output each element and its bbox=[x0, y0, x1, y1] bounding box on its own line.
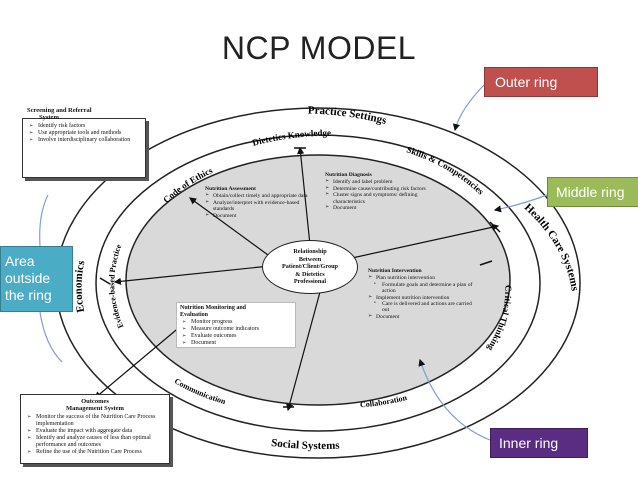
list-item: Formulate goals and determine a plan of … bbox=[374, 282, 480, 295]
list-item: Document bbox=[205, 213, 313, 220]
list-item: Evaluate outcomes bbox=[182, 333, 292, 340]
screening-referral-box: Screening and Referral System Identify r… bbox=[22, 107, 146, 178]
list-item: Use appropriate tools and methods bbox=[29, 130, 141, 137]
nutrition-diagnosis: Nutrition Diagnosis Identify and label p… bbox=[325, 172, 443, 212]
middle-ring-callout: Middle ring bbox=[547, 177, 638, 207]
outer-ring-callout: Outer ring bbox=[484, 67, 598, 97]
list-item: Monitor the success of the Nutrition Car… bbox=[27, 414, 165, 428]
outcomes-title-2: Management System bbox=[66, 405, 124, 412]
nutrition-assessment-title: Nutrition Assessment bbox=[205, 186, 256, 192]
list-item: Care is delivered and actions are carrie… bbox=[374, 301, 480, 314]
screening-title-1: Screening and Referral bbox=[27, 107, 115, 114]
list-item: Identify and label problem bbox=[325, 179, 443, 186]
list-item: Cluster signs and symptoms/ defining cha… bbox=[325, 192, 443, 205]
list-item: Determine cause/contributing risk factor… bbox=[325, 186, 443, 193]
nutrition-diagnosis-title: Nutrition Diagnosis bbox=[325, 172, 372, 178]
nutrition-intervention-title: Nutrition Intervention bbox=[368, 268, 422, 274]
list-item: Document bbox=[325, 205, 443, 212]
list-item: Monitor progress bbox=[182, 319, 292, 326]
monitoring-title-2: Evaluation bbox=[180, 312, 209, 318]
nutrition-assessment: Nutrition Assessment Obtain/collect time… bbox=[205, 186, 313, 219]
nutrition-intervention: Nutrition Intervention Plan nutrition in… bbox=[368, 268, 480, 321]
monitoring-title-1: Nutrition Monitoring and bbox=[180, 305, 247, 311]
center-line-3: Patient/Client/Group bbox=[282, 263, 338, 271]
list-item: Document bbox=[182, 340, 292, 347]
center-line-1: Relationship bbox=[293, 248, 327, 256]
ring-ticks bbox=[99, 147, 501, 408]
list-item: Identify risk factors bbox=[29, 123, 141, 130]
list-item: Analyze/interpret with evidence-based st… bbox=[205, 200, 313, 213]
list-item: Obtain/collect timely and appropriate da… bbox=[205, 193, 313, 200]
outcomes-title-1: Outcomes bbox=[81, 398, 109, 405]
screening-title-2: System bbox=[39, 114, 59, 121]
list-item: Implement nutrition intervention bbox=[368, 295, 480, 302]
center-line-4: & Dietetics bbox=[295, 270, 325, 278]
list-item: Involve interdisciplinary collaboration bbox=[29, 137, 141, 144]
center-relationship: Relationship Between Patient/Client/Grou… bbox=[262, 240, 358, 294]
nutrition-monitoring-box: Nutrition Monitoring and Evaluation Moni… bbox=[176, 302, 296, 348]
inner-ring-callout: Inner ring bbox=[490, 428, 588, 458]
list-item: Measure outcome indicators bbox=[182, 326, 292, 333]
center-line-5: Professional bbox=[293, 278, 327, 286]
outcomes-management-box: Outcomes Management System Monitor the s… bbox=[20, 394, 170, 464]
list-item: Refine the use of the Nutrition Care Pro… bbox=[27, 449, 165, 456]
list-item: Identify and analyze causes of less than… bbox=[27, 435, 165, 449]
list-item: Document bbox=[368, 314, 480, 321]
list-item: Plan nutrition intervention bbox=[368, 275, 480, 282]
economics-label: Economics bbox=[73, 259, 88, 314]
diagram-title: NCP MODEL bbox=[221, 30, 417, 66]
social-systems-label: Social Systems bbox=[270, 437, 340, 452]
label-pointers bbox=[39, 84, 548, 441]
area-outside-callout: Area outside the ring bbox=[0, 246, 73, 312]
center-line-2: Between bbox=[298, 255, 322, 263]
list-item: Evaluate the impact with aggregate data bbox=[27, 428, 165, 435]
